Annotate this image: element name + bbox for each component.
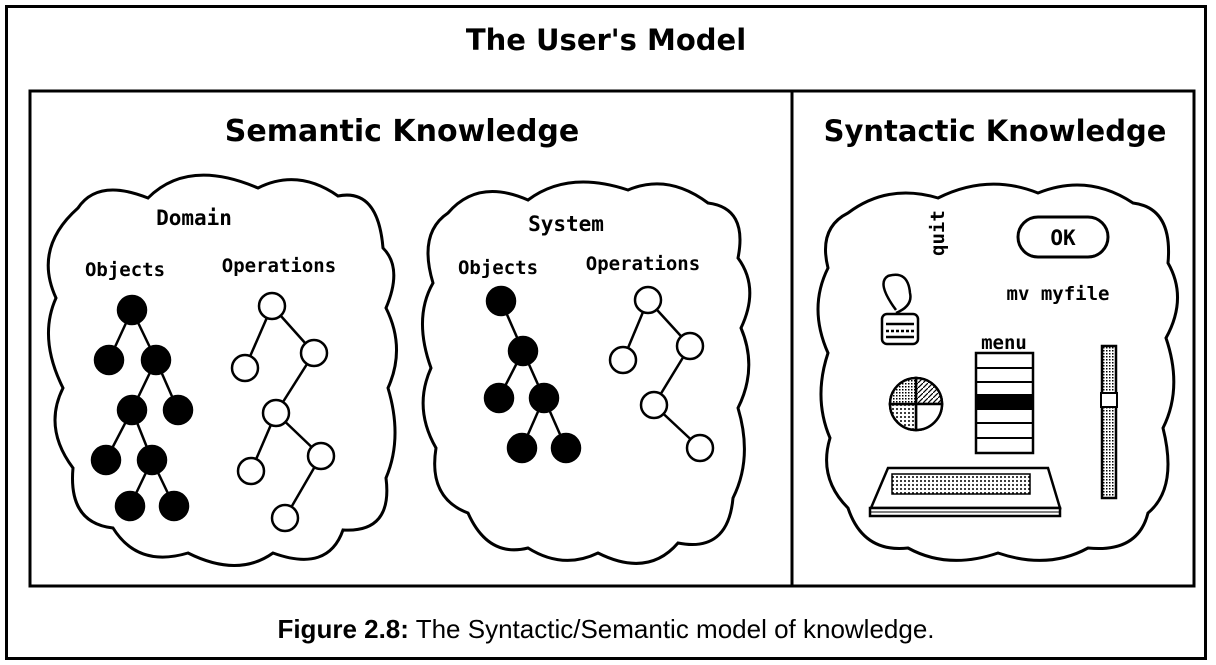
figure-frame: The User's Model Semantic Knowledge Synt… <box>5 5 1207 660</box>
inner-box <box>28 89 1196 588</box>
figure-diagram: The User's Model Semantic Knowledge Synt… <box>8 23 1204 654</box>
ok-label: OK <box>1050 226 1076 250</box>
caption-text: The Syntactic/Semantic model of knowledg… <box>415 614 935 644</box>
system-operations-tree <box>608 285 715 463</box>
figure-caption: Figure 2.8: The Syntactic/Semantic model… <box>8 604 1204 654</box>
scrollbar-icon <box>1100 344 1118 500</box>
domain-label: Domain <box>156 206 232 230</box>
quit-label: quit <box>927 210 949 256</box>
menu-icon <box>974 351 1035 455</box>
command-label: mv myfile <box>1007 283 1110 305</box>
domain-operations-label: Operations <box>222 255 336 277</box>
domain-objects-label: Objects <box>85 259 165 281</box>
system-operations-label: Operations <box>586 253 700 275</box>
system-cloud <box>421 180 752 565</box>
ok-button-drawing <box>1016 215 1110 259</box>
syntactic-cloud <box>816 182 1179 562</box>
system-label: System <box>528 212 604 236</box>
domain-operations-tree <box>230 291 336 533</box>
pie-chart-icon <box>888 376 944 432</box>
mouse-icon <box>880 273 920 346</box>
domain-cloud <box>46 173 398 567</box>
caption-number: Figure 2.8: <box>277 614 409 644</box>
syntactic-heading: Syntactic Knowledge <box>824 114 1167 148</box>
semantic-heading: Semantic Knowledge <box>225 114 580 149</box>
menu-label: menu <box>981 332 1027 354</box>
system-objects-label: Objects <box>458 257 538 279</box>
domain-objects-tree <box>90 294 194 522</box>
keyboard-icon <box>868 466 1062 518</box>
system-objects-tree <box>483 285 582 464</box>
model-title: The User's Model <box>466 23 746 57</box>
